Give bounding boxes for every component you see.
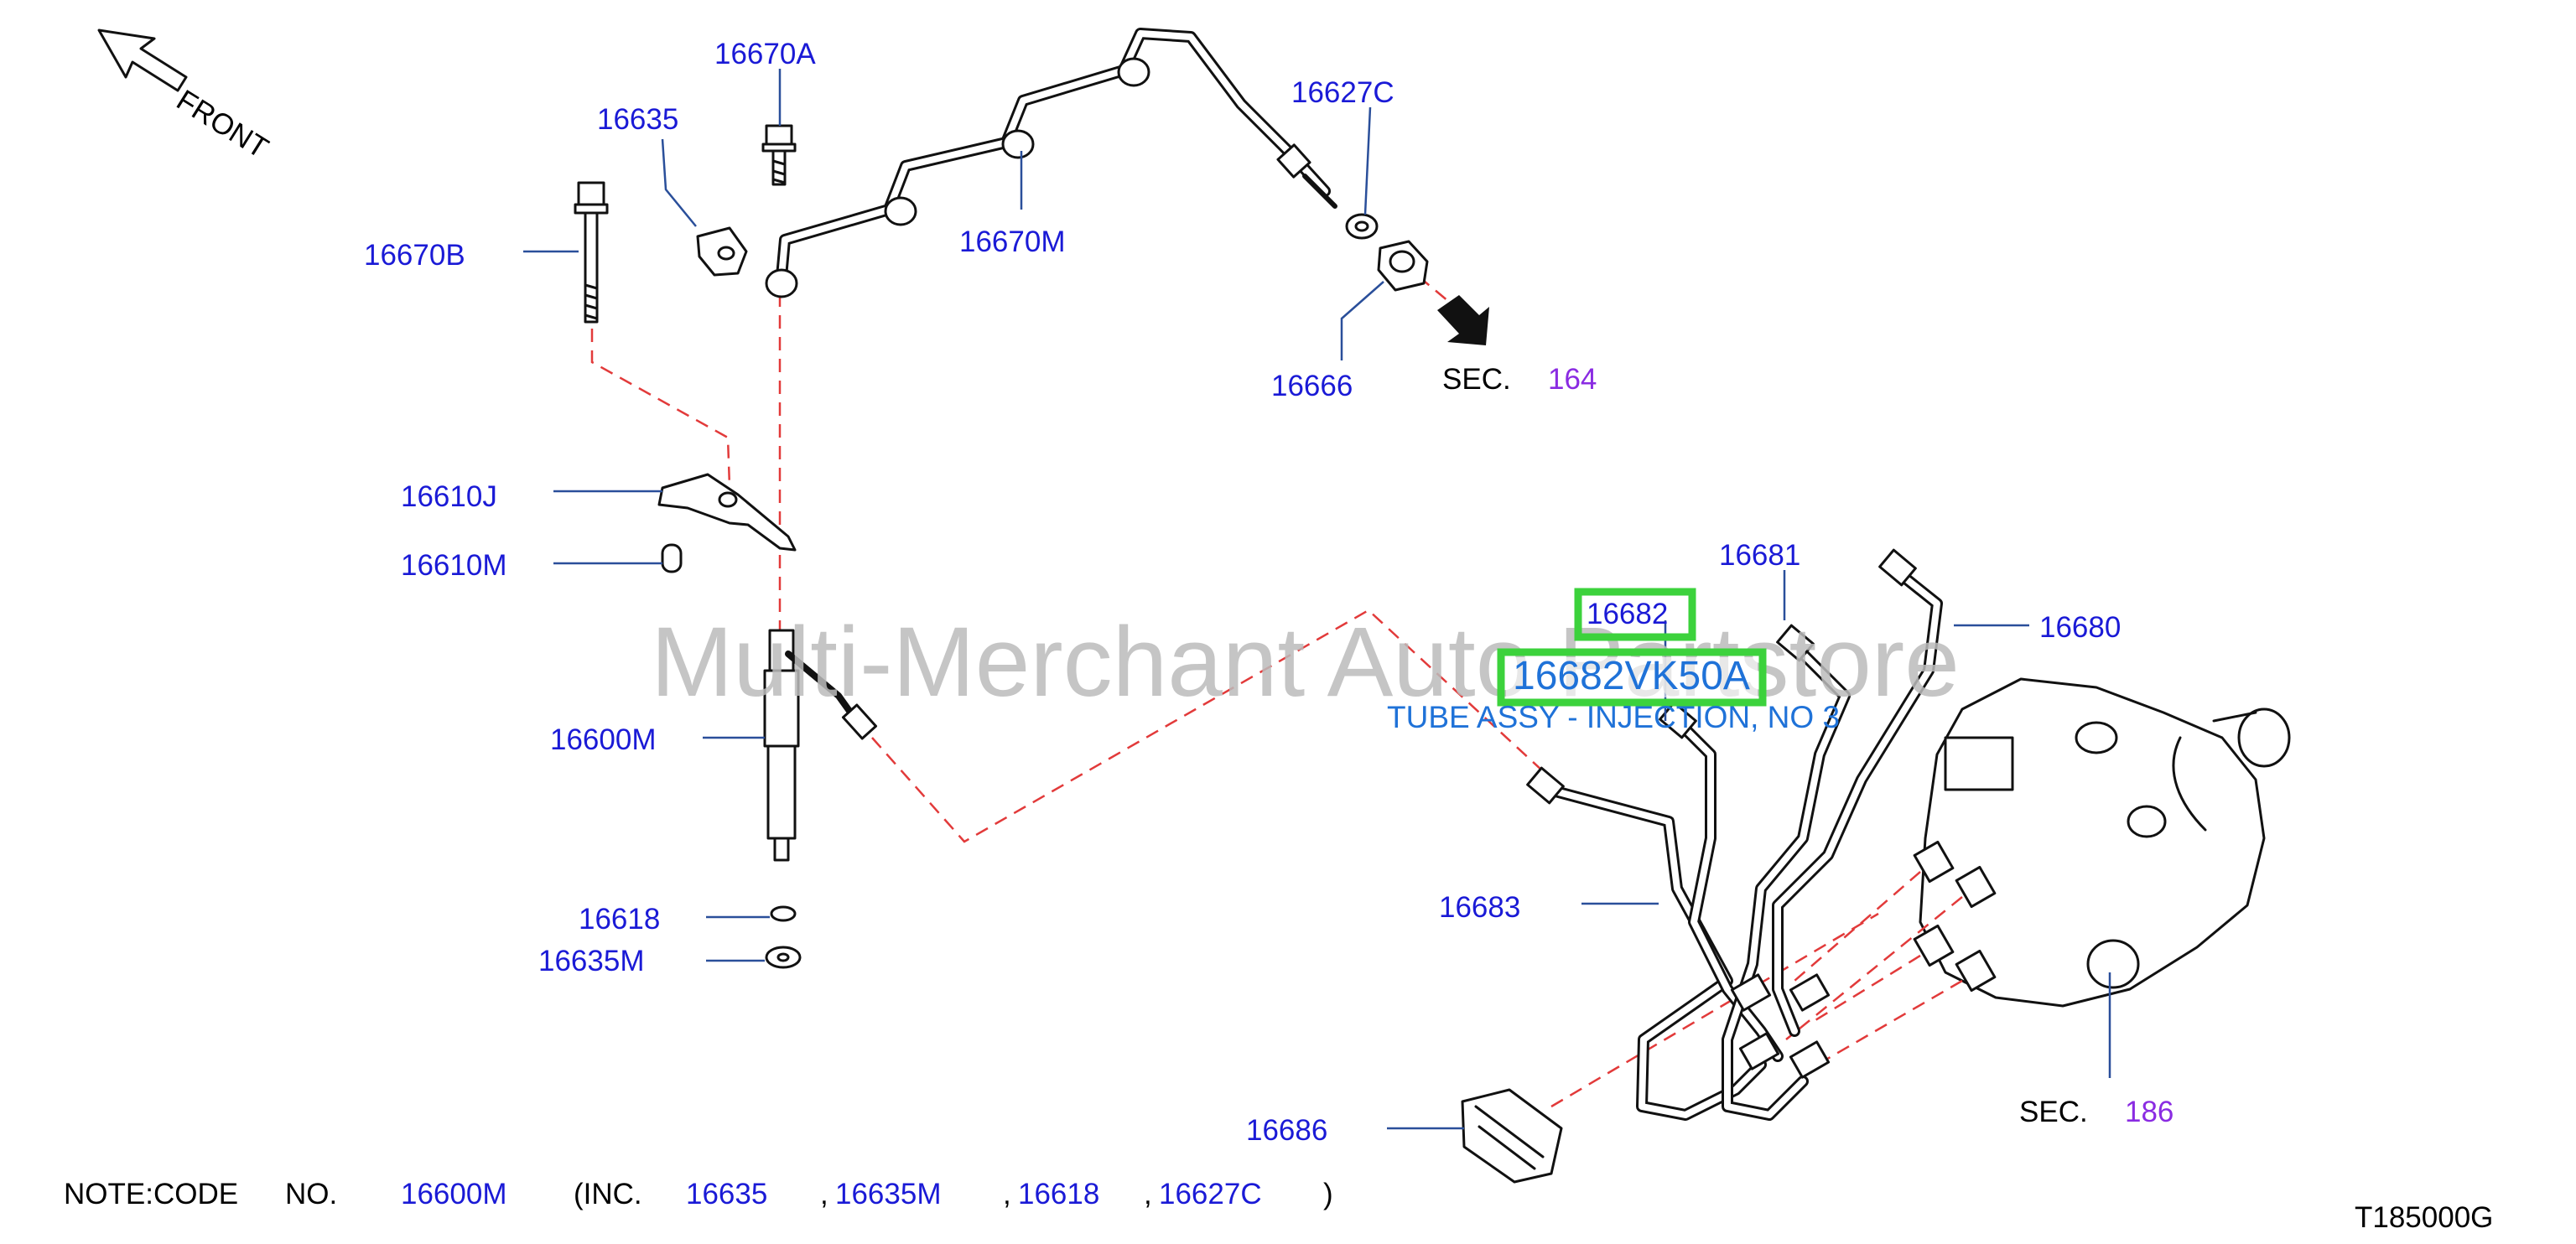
highlight-box-16682 (1574, 588, 1696, 641)
part-label-16610M[interactable]: 16610M (401, 549, 506, 582)
dashed-guide-pump-1 (1794, 871, 1921, 982)
bolt-16670A-drawing (761, 124, 797, 186)
note-inc-16635[interactable]: 16635 (686, 1178, 767, 1210)
dashed-guide-pump-3 (1810, 954, 1921, 1024)
nut-16666-drawing (1377, 240, 1429, 292)
clip-16610M-drawing (661, 543, 683, 573)
seal-16618-drawing (770, 905, 797, 922)
injection-tubes-drawing (1526, 548, 1943, 1121)
part-label-16670A[interactable]: 16670A (714, 38, 816, 70)
note-close: ) (1323, 1178, 1333, 1210)
bolt-16670B-drawing (574, 181, 609, 324)
note-no: NO. (285, 1178, 337, 1210)
section-number-164[interactable]: 164 (1548, 363, 1597, 396)
dashed-guide-pump-4 (1802, 979, 1963, 1075)
front-label: FRONT (171, 84, 274, 165)
note-inc-16627C[interactable]: 16627C (1159, 1178, 1262, 1210)
section-label-164: SEC. (1442, 363, 1511, 396)
dashed-guide-16686 (1550, 912, 1879, 1108)
highlight-code[interactable]: 16682VK50A (1513, 654, 1750, 698)
washer-16627C-drawing (1345, 213, 1379, 240)
front-arrow-icon (97, 29, 188, 92)
dashed-guide-injector-tube (871, 609, 1544, 843)
part-label-16627C[interactable]: 16627C (1291, 76, 1394, 109)
note-inc-16635M[interactable]: 16635M (835, 1178, 941, 1210)
highlight-description: TUBE ASSY - INJECTION, NO 3 (1387, 700, 1840, 734)
note-inc-16618[interactable]: 16618 (1018, 1178, 1099, 1210)
dashed-guide-pump-2 (1785, 896, 1963, 1040)
dashed-guide-bolt (590, 329, 731, 487)
pump-fittings-drawing (1913, 840, 1997, 993)
note-sep-3: , (1144, 1178, 1152, 1210)
diagram-id: T185000G (2355, 1201, 2493, 1234)
injection-pump-drawing (1919, 677, 2291, 1008)
part-label-16635M[interactable]: 16635M (538, 945, 644, 977)
note-inc-open: (INC. (574, 1178, 642, 1210)
clamp-16635-drawing (696, 226, 748, 277)
part-label-16670B[interactable]: 16670B (364, 239, 465, 272)
note-main-code[interactable]: 16600M (401, 1178, 506, 1210)
part-label-16686[interactable]: 16686 (1246, 1114, 1327, 1147)
highlight-box-code (1497, 648, 1767, 707)
note-sep-1: , (820, 1178, 828, 1210)
part-label-16666[interactable]: 16666 (1271, 370, 1353, 402)
part-label-16635[interactable]: 16635 (597, 103, 678, 136)
part-label-16610J[interactable]: 16610J (401, 480, 497, 513)
part-label-16683[interactable]: 16683 (1439, 891, 1520, 924)
part-label-16670M[interactable]: 16670M (959, 225, 1065, 258)
section-label-186: SEC. (2019, 1096, 2088, 1128)
clamp-16686-drawing (1461, 1088, 1563, 1184)
part-label-16680[interactable]: 16680 (2039, 611, 2121, 644)
note-prefix: NOTE:CODE (64, 1178, 238, 1210)
sec164-arrow-icon (1437, 295, 1489, 345)
part-label-16681[interactable]: 16681 (1719, 539, 1800, 572)
note-sep-2: , (1003, 1178, 1011, 1210)
fuel-rail-16670M-drawing (765, 28, 1337, 298)
section-number-186[interactable]: 186 (2125, 1096, 2174, 1128)
highlight-part-label[interactable]: 16682 (1587, 598, 1668, 630)
injector-16600M-drawing (763, 629, 878, 862)
clamp-16610J-drawing (657, 473, 797, 552)
part-label-16600M[interactable]: 16600M (550, 723, 656, 756)
part-label-16618[interactable]: 16618 (579, 903, 660, 936)
